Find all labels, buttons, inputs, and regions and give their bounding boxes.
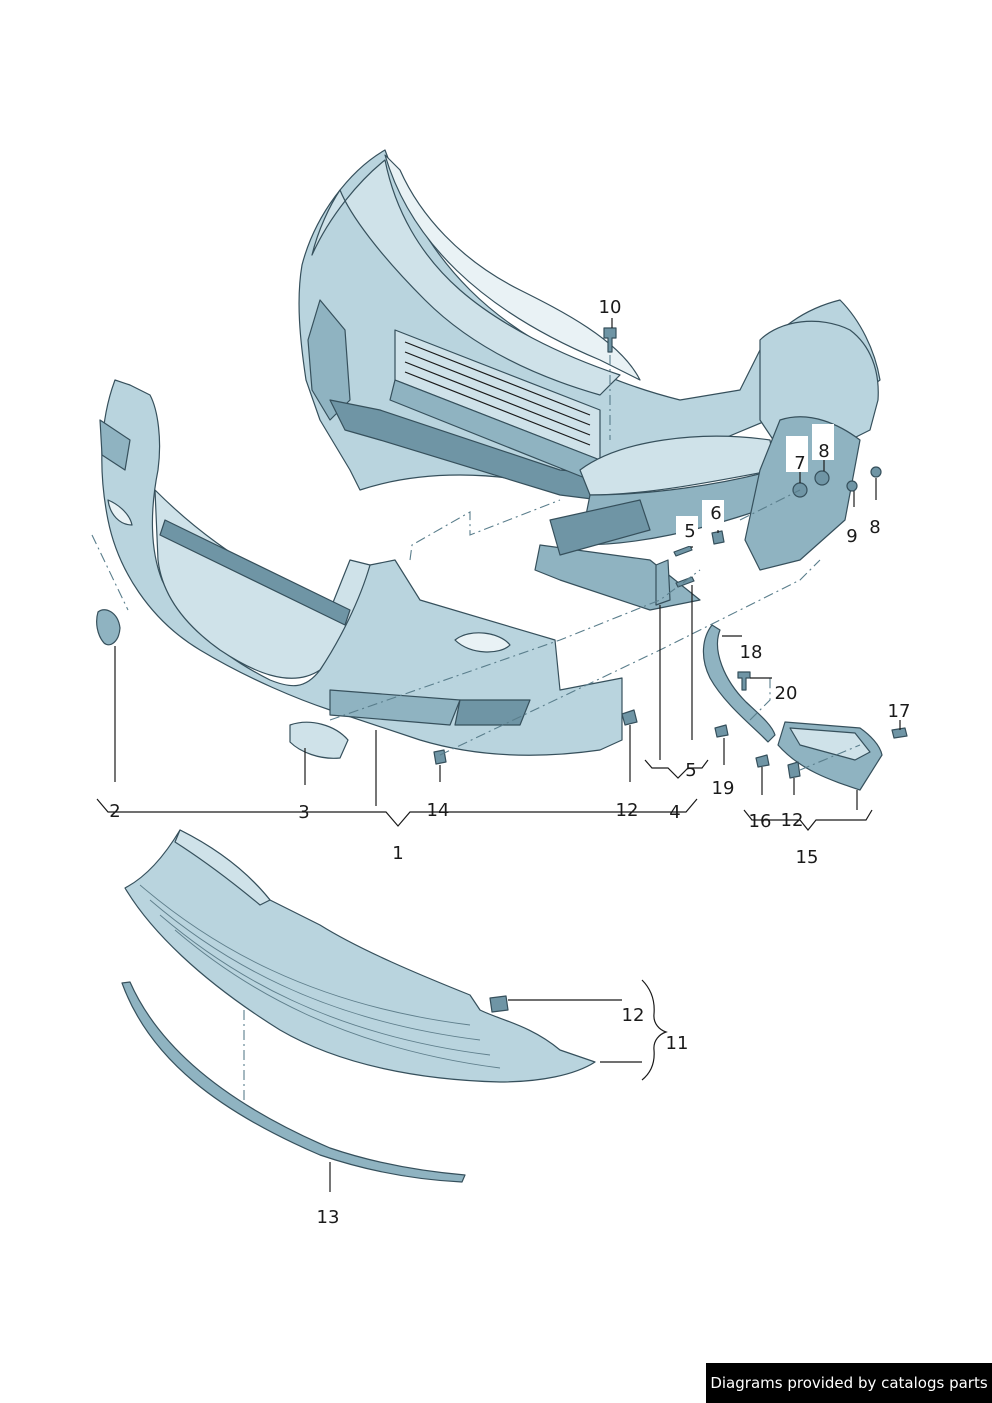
callout-8-top: 8 [818, 441, 829, 462]
callout-15: 15 [796, 847, 819, 868]
part-10-bolt [603, 327, 617, 353]
callout-1: 1 [392, 843, 403, 864]
callout-9: 9 [846, 526, 857, 547]
part-5-screw-b [675, 576, 695, 588]
callout-12-left: 12 [616, 800, 639, 821]
part-2-cap [96, 609, 121, 646]
assembly-guide-lines [91, 355, 861, 1100]
callout-19: 19 [712, 778, 735, 799]
part-19-clip [714, 724, 729, 738]
part-5-screw-a [673, 545, 693, 557]
callout-6: 6 [710, 503, 721, 524]
bumper-cover-part-1 [99, 379, 623, 756]
callout-3: 3 [298, 802, 309, 823]
part-16-clip [755, 754, 770, 768]
part-3-grille [289, 721, 349, 759]
callout-8-right: 8 [869, 517, 880, 538]
callout-11: 11 [666, 1033, 689, 1054]
callout-7: 7 [794, 453, 805, 474]
part-18-strip [702, 624, 776, 743]
callout-12-undertray: 12 [622, 1005, 645, 1026]
callout-5-upper: 5 [684, 521, 695, 542]
callout-4: 4 [669, 802, 680, 823]
part-9-clip [846, 480, 858, 492]
car-front-body-structure [298, 149, 881, 611]
callout-backgrounds [676, 424, 834, 546]
lower-trim-strip-part-13 [121, 981, 466, 1183]
callout-10: 10 [599, 297, 622, 318]
part-12-clip-a [621, 709, 638, 726]
part-12-clip-b [787, 761, 801, 779]
leader-lines [96, 318, 901, 1192]
credit-banner: Diagrams provided by catalogs parts [706, 1363, 992, 1403]
part-8-clip-a [814, 470, 830, 486]
undertray-part-11 [124, 829, 596, 1083]
part-8-clip-b [870, 466, 882, 478]
part-14-clip [433, 749, 447, 765]
callout-labels: 10 8 7 6 5 9 8 18 20 17 19 5 16 12 15 2 … [109, 297, 910, 1228]
callout-12-right: 12 [781, 810, 804, 831]
callout-2: 2 [109, 801, 120, 822]
small-parts [96, 327, 908, 791]
callout-20: 20 [775, 683, 798, 704]
callout-5-lower: 5 [685, 760, 696, 781]
callout-18: 18 [740, 642, 763, 663]
part-20-screw [737, 671, 751, 691]
part-4-bracket [655, 559, 671, 606]
callout-17: 17 [888, 701, 911, 722]
part-17-screw [891, 727, 908, 739]
callout-16: 16 [749, 811, 772, 832]
callout-13: 13 [317, 1207, 340, 1228]
callout-14: 14 [427, 800, 450, 821]
part-6-clip [711, 530, 725, 545]
